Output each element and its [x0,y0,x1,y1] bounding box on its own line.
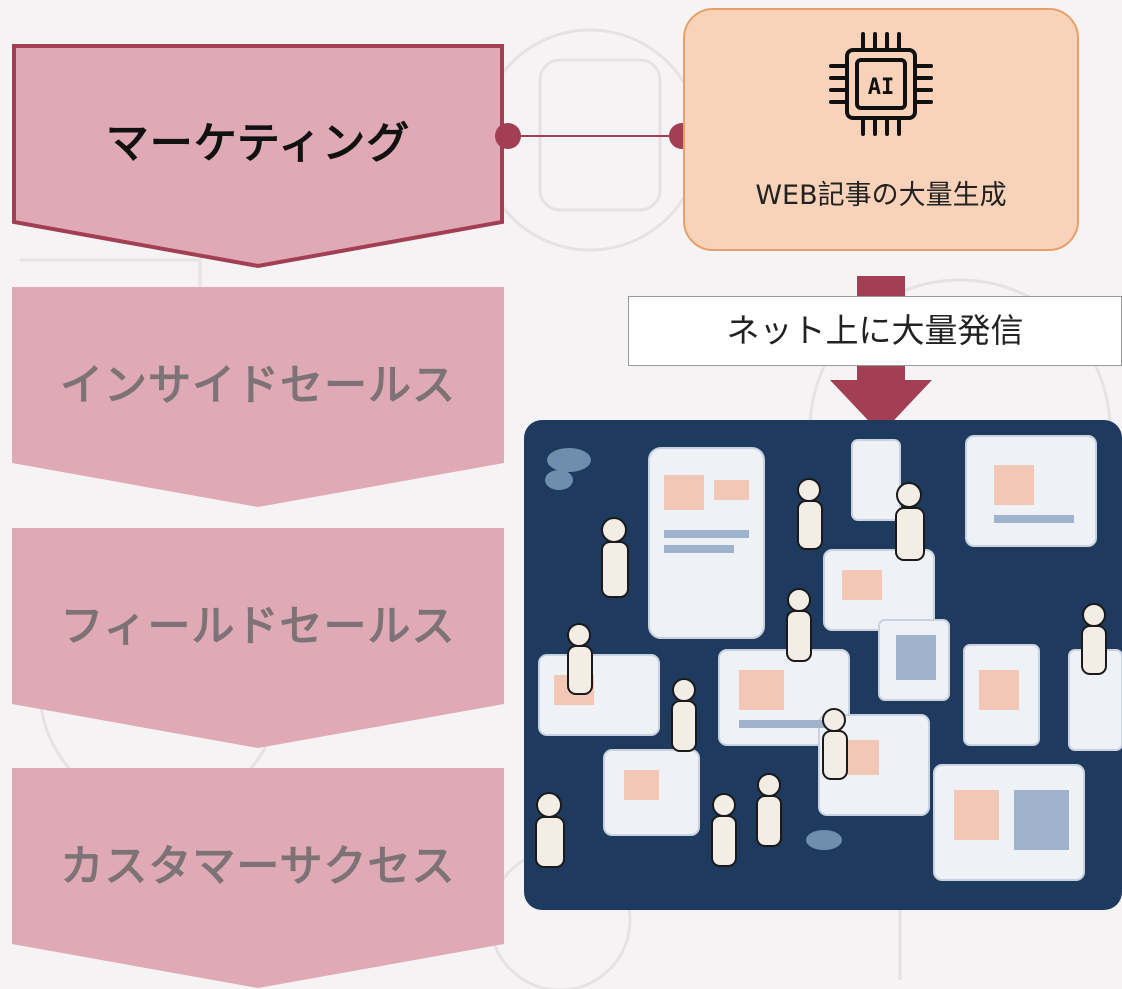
people-using-devices-illustration [524,420,1122,910]
stage-label: フィールドセールス [60,602,456,652]
ai-chip-icon-text: AI [868,75,895,100]
stage-customer-success[interactable]: カスタマーサクセス [12,768,504,988]
stage-label: インサイドセールス [60,361,456,411]
stage-label: マーケティング [105,119,411,169]
ai-chip-icon: AI [829,32,933,136]
stage-chevron-shape [12,768,504,988]
ai-generation-box: AI WEB記事の大量生成 [683,8,1079,251]
publish-label: ネット上に大量発信 [628,296,1122,366]
stage-chevron-shape [12,287,504,507]
ai-box-caption: WEB記事の大量生成 [755,180,1007,211]
stage-inside-sales[interactable]: インサイドセールス [12,287,504,507]
connector-line [495,123,695,149]
stage-label: カスタマーサクセス [60,842,456,892]
stage-chevron-shape [12,528,504,748]
stage-chevron-shape [12,44,504,269]
stage-marketing[interactable]: マーケティング [12,44,504,269]
stage-field-sales[interactable]: フィールドセールス [12,528,504,748]
